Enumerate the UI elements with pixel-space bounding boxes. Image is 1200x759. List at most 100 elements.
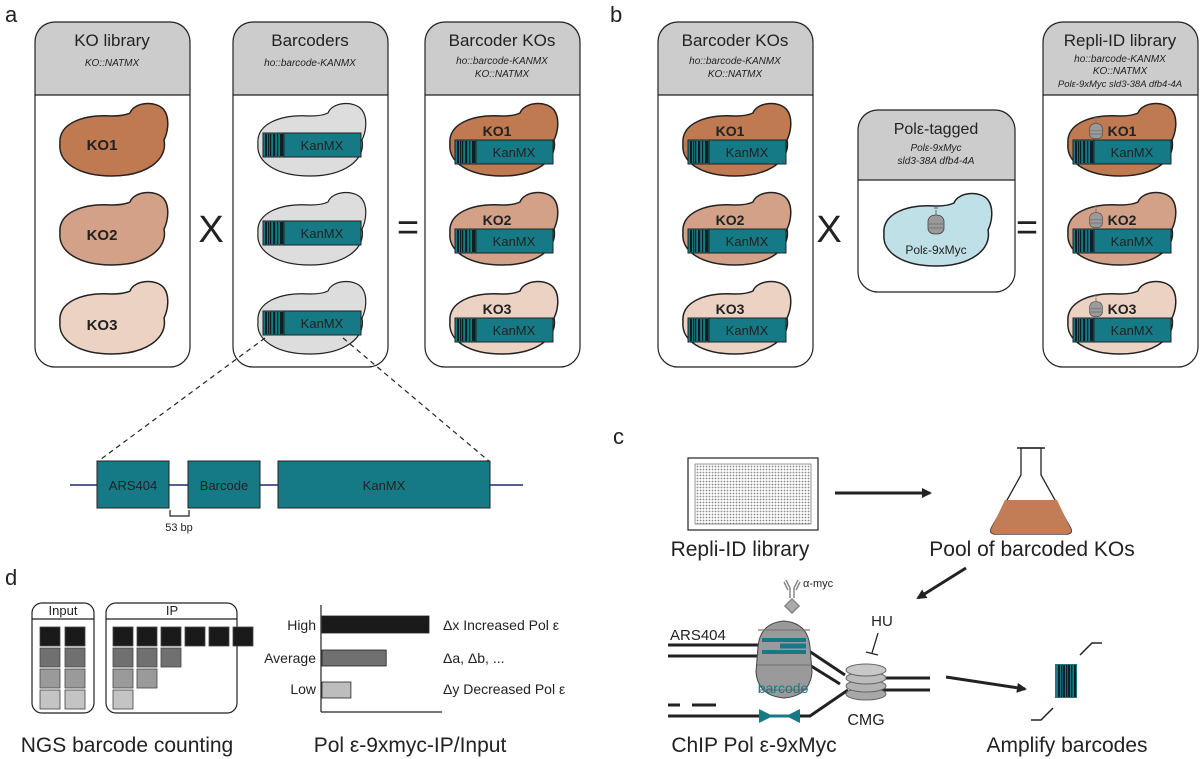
cassette-label: KanMX [1111, 323, 1154, 338]
yeast-ko3: KO3 [59, 280, 169, 355]
cassette-label: KanMX [493, 234, 536, 249]
barcoders-box: Barcoders ho::barcode-KANMX [232, 21, 389, 368]
hu-label: HU [871, 613, 893, 630]
yeast-label: KO1 [1108, 123, 1137, 139]
flask-icon [990, 447, 1072, 535]
level-average: Average [264, 650, 316, 666]
kanmx-cassette: KanMX [687, 139, 787, 165]
chip-label: ChIP Pol ε-9xMyc [671, 734, 836, 757]
cassette-label: KanMX [301, 316, 344, 331]
plate-label: Repli-ID library [671, 538, 810, 561]
barcoder-kos-box: Barcoder KOs ho::barcode-KANMX KO::NATMX [424, 21, 581, 368]
flask-label: Pool of barcoded KOs [929, 538, 1134, 561]
construct-diagram: ARS404 Barcode KanMX 53 bp [70, 460, 523, 534]
equals-symbol: = [397, 207, 419, 249]
kanmx-cassette: KanMX [454, 139, 554, 165]
ratio-label: Pol ε-9xmyc-IP/Input [314, 734, 507, 757]
kanmx-segment [277, 460, 491, 509]
ars404-fork-label: ARS404 [670, 627, 726, 644]
cassette-label: KanMX [726, 145, 769, 160]
kanmx-cassette: KanMX [262, 310, 362, 336]
counting-label: NGS barcode counting [21, 734, 233, 757]
polymerase-icon [1089, 206, 1103, 229]
arrow-flask-to-chip [916, 566, 967, 600]
cassette-label: KanMX [1111, 234, 1154, 249]
ratio-bar-low [321, 681, 352, 699]
antibody-label: α-myc [803, 578, 834, 590]
kanmx-cassette: KanMX [454, 228, 554, 254]
construct-zoom-lines [96, 337, 491, 463]
cassette-label: KanMX [493, 323, 536, 338]
amplified-barcode [1031, 642, 1102, 721]
outcome-increased: Δx Increased Pol ε [443, 617, 559, 633]
repli-id-genotype-1: ho::barcode-KANMX [1074, 54, 1166, 65]
yeast-label: KO1 [483, 123, 512, 139]
outcome-average: Δa, Δb, ... [443, 650, 505, 666]
b-barcoder-kos-title: Barcoder KOs [682, 31, 789, 50]
cassette-label: KanMX [301, 226, 344, 241]
level-high: High [287, 617, 316, 633]
barcode-fork-label: barcode [758, 680, 809, 696]
repli-id-genotype-3: Polε-9xMyc sld3-38A dfb4-4A [1058, 79, 1182, 90]
polymerase-icon [1089, 295, 1103, 318]
cmg-label: CMG [847, 712, 884, 729]
kanmx-label: KanMX [363, 478, 406, 493]
cassette-label: KanMX [1111, 145, 1154, 160]
kanmx-cassette: KanMX [1072, 228, 1172, 254]
ars404-segment [96, 460, 170, 509]
panel-label-d: d [5, 565, 17, 590]
panel-label-b: b [610, 2, 622, 27]
yeast-label: KO3 [1108, 301, 1137, 317]
ko-library-genotype: KO::NATMX [85, 58, 140, 69]
b-equals-symbol: = [1016, 207, 1038, 249]
ip-label: IP [166, 603, 178, 618]
ko-library-box: KO library KO::NATMX [34, 21, 191, 368]
cmg-helicase [845, 663, 887, 701]
kanmx-cassette: KanMX [687, 228, 787, 254]
ratio-bar-chart [320, 605, 442, 713]
kanmx-cassette: KanMX [262, 220, 362, 246]
yeast-ko2: KO2 [59, 191, 169, 266]
amplify-label: Amplify barcodes [986, 734, 1147, 757]
pol-tagged-box: Polε-tagged Polε-9xMyc sld3-38A dfb4-4A [857, 109, 1016, 293]
panel-label-a: a [5, 2, 18, 27]
barcoder-kos-title: Barcoder KOs [449, 31, 556, 50]
outcome-decreased: Δy Decreased Pol ε [443, 681, 565, 697]
yeast-label: KO2 [716, 212, 745, 228]
b-barcoder-kos-genotype-2: KO::NATMX [708, 69, 763, 80]
barcoder-kos-genotype-2: KO::NATMX [475, 69, 530, 80]
replication-fork: α-myc ARS404 barcode CMG HU [668, 578, 930, 729]
plate-icon [687, 457, 819, 531]
cassette-label: KanMX [726, 234, 769, 249]
panel-label-c: c [613, 424, 624, 449]
yeast-label: KO2 [87, 227, 118, 244]
yeast-label: KO2 [1108, 212, 1137, 228]
ko-library-title: KO library [74, 31, 150, 50]
arrow-fork-to-amplify [945, 675, 1027, 693]
yeast-ko1: KO1 [59, 102, 169, 177]
cassette-label: KanMX [301, 138, 344, 153]
b-barcoder-kos-genotype-1: ho::barcode-KANMX [689, 56, 781, 67]
ars404-label: ARS404 [109, 478, 157, 493]
b-barcoder-kos-box: Barcoder KOs ho::barcode-KANMX KO::NATMX [657, 21, 814, 368]
gap-label: 53 bp [165, 522, 193, 534]
kanmx-cassette: KanMX [1072, 317, 1172, 343]
pol-tagged-genotype-2: sld3-38A dfb4-4A [898, 156, 975, 167]
hu-inhibition [865, 632, 879, 656]
yeast-label: KO3 [87, 317, 118, 334]
kanmx-cassette: KanMX [687, 317, 787, 343]
ratio-bar-high [321, 615, 430, 634]
yeast-label: KO2 [483, 212, 512, 228]
pol-tagged-title: Polε-tagged [894, 121, 979, 138]
kanmx-cassette: KanMX [262, 132, 362, 158]
yeast-label: KO1 [716, 123, 745, 139]
yeast-label: KO1 [87, 137, 118, 154]
b-cross-symbol: X [816, 209, 841, 251]
polymerase-icon [927, 207, 945, 235]
pol-tagged-genotype-1: Polε-9xMyc [910, 143, 961, 154]
barcode-label: Barcode [200, 478, 248, 493]
repli-id-library-box: Repli-ID library ho::barcode-KANMX KO::N… [1042, 21, 1199, 368]
barcoders-genotype: ho::barcode-KANMX [264, 58, 356, 69]
ratio-bar-average [321, 649, 387, 667]
